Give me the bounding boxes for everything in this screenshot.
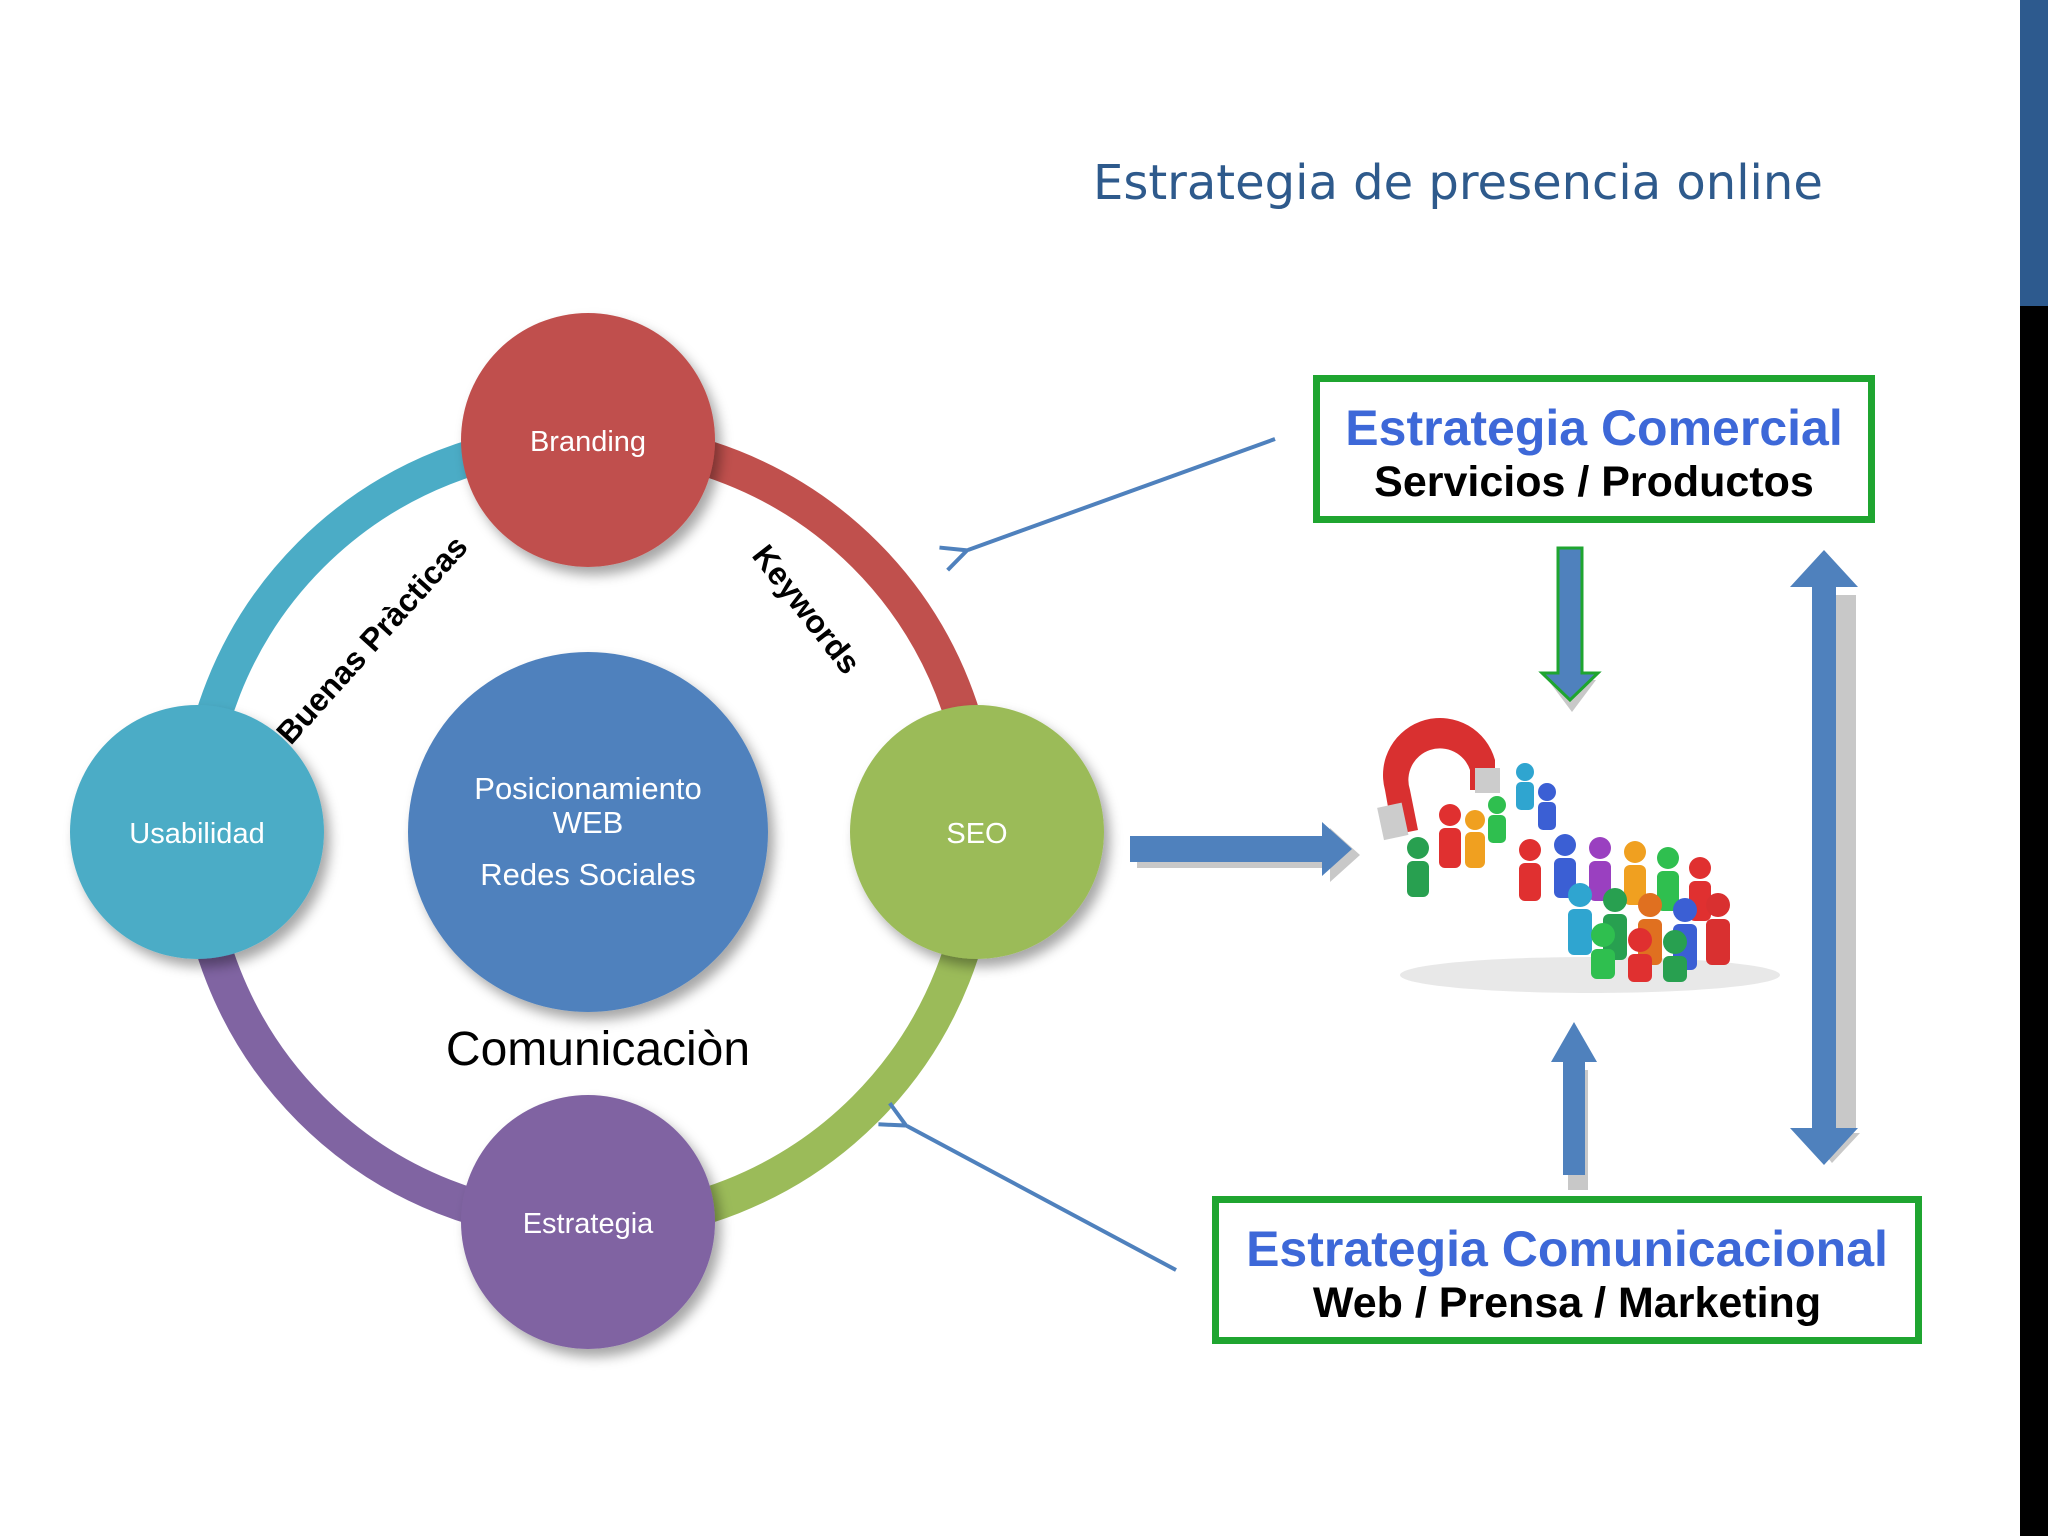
node-estrategia-label: Estrategia <box>523 1208 654 1240</box>
center-line-3: Redes Sociales <box>480 857 695 892</box>
node-branding: Branding <box>461 313 715 567</box>
node-usabilidad: Usabilidad <box>70 705 324 959</box>
cycle-caption: Comunicaciòn <box>446 1023 750 1076</box>
arrow-double-vertical <box>1790 550 1860 1165</box>
node-seo: SEO <box>850 705 1104 959</box>
side-accent-bar <box>2020 0 2048 306</box>
center-line-2: WEB <box>553 805 624 840</box>
arrow-seo-to-audience <box>1130 822 1360 882</box>
slide-title: Estrategia de presencia online <box>1093 155 1823 211</box>
box-estrategia-comunicacional: Estrategia Comunicacional Web / Prensa /… <box>1212 1196 1922 1344</box>
arrow-comunicacional-to-cycle <box>907 1126 1177 1272</box>
arrow-comercial-down <box>1538 546 1602 712</box>
center-circle: Posicionamiento WEB Redes Sociales <box>408 652 768 1012</box>
people-crowd-icon <box>1407 763 1730 982</box>
box-comunicacional-subtitle: Web / Prensa / Marketing <box>1312 1279 1822 1327</box>
node-branding-label: Branding <box>530 426 646 458</box>
box-comercial-title: Estrategia Comercial <box>1345 400 1843 456</box>
center-line-1: Posicionamiento <box>474 771 701 806</box>
box-estrategia-comercial: Estrategia Comercial Servicios / Product… <box>1313 375 1875 523</box>
node-seo-label: SEO <box>946 818 1007 850</box>
arrow-comunicacional-up <box>1551 1022 1597 1190</box>
magnet-icon <box>1377 718 1500 841</box>
arrow-comercial-to-cycle <box>968 437 1276 550</box>
side-dark-bar <box>2020 306 2048 1536</box>
magnet-people-illustration <box>1377 718 1780 993</box>
node-usabilidad-label: Usabilidad <box>129 818 264 850</box>
box-comunicacional-title: Estrategia Comunicacional <box>1246 1221 1888 1277</box>
box-comercial-subtitle: Servicios / Productos <box>1374 458 1814 506</box>
node-estrategia: Estrategia <box>461 1095 715 1349</box>
